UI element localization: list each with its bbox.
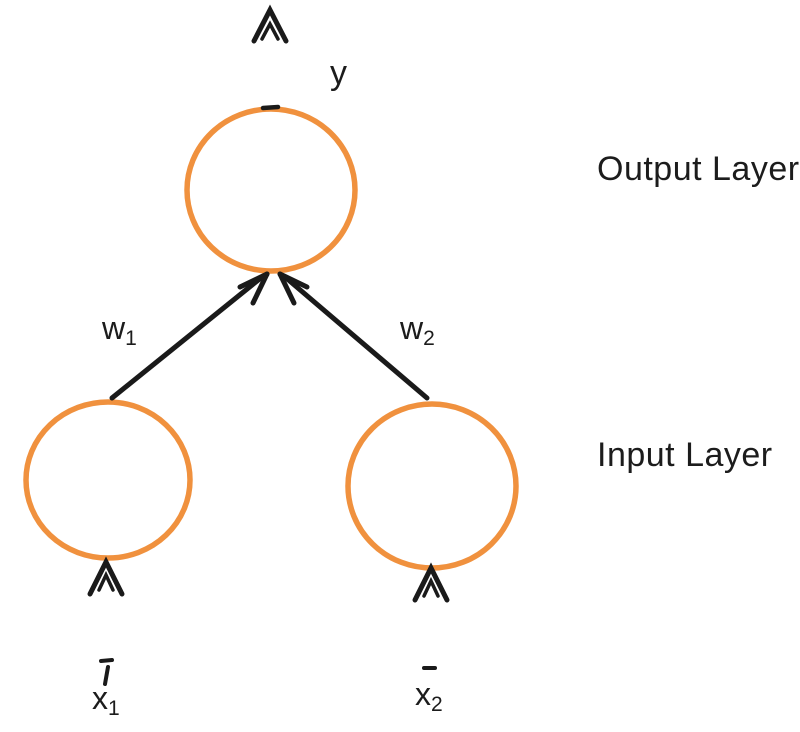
input1-subscript: 1 — [108, 697, 120, 720]
output-node-circle — [184, 106, 358, 274]
input-arrow-x2 — [412, 562, 450, 670]
input-layer-caption: Input Layer — [597, 436, 773, 474]
input-arrow-x1 — [87, 556, 125, 686]
input-node-1-circle — [23, 399, 193, 561]
output-layer-caption: Output Layer — [597, 150, 800, 188]
weight2-base: w — [400, 310, 424, 346]
input2-base: x — [415, 676, 431, 712]
edge-w1-arrow — [109, 271, 270, 401]
input-label-x2: x2 — [415, 676, 443, 715]
input-node-2-circle — [345, 401, 519, 571]
edge-w2-arrow — [277, 271, 430, 401]
weight1-subscript: 1 — [125, 327, 137, 350]
output-value-label: y — [330, 56, 347, 90]
input-label-x1: x1 — [92, 680, 120, 719]
output-arrow — [251, 4, 289, 111]
input2-subscript: 2 — [431, 693, 443, 716]
weight2-subscript: 2 — [423, 327, 435, 350]
input1-base: x — [92, 680, 108, 716]
weight-label-w2: w2 — [400, 310, 435, 349]
output-value-base: y — [330, 54, 347, 92]
weight1-base: w — [102, 310, 126, 346]
weight-label-w1: w1 — [102, 310, 137, 349]
